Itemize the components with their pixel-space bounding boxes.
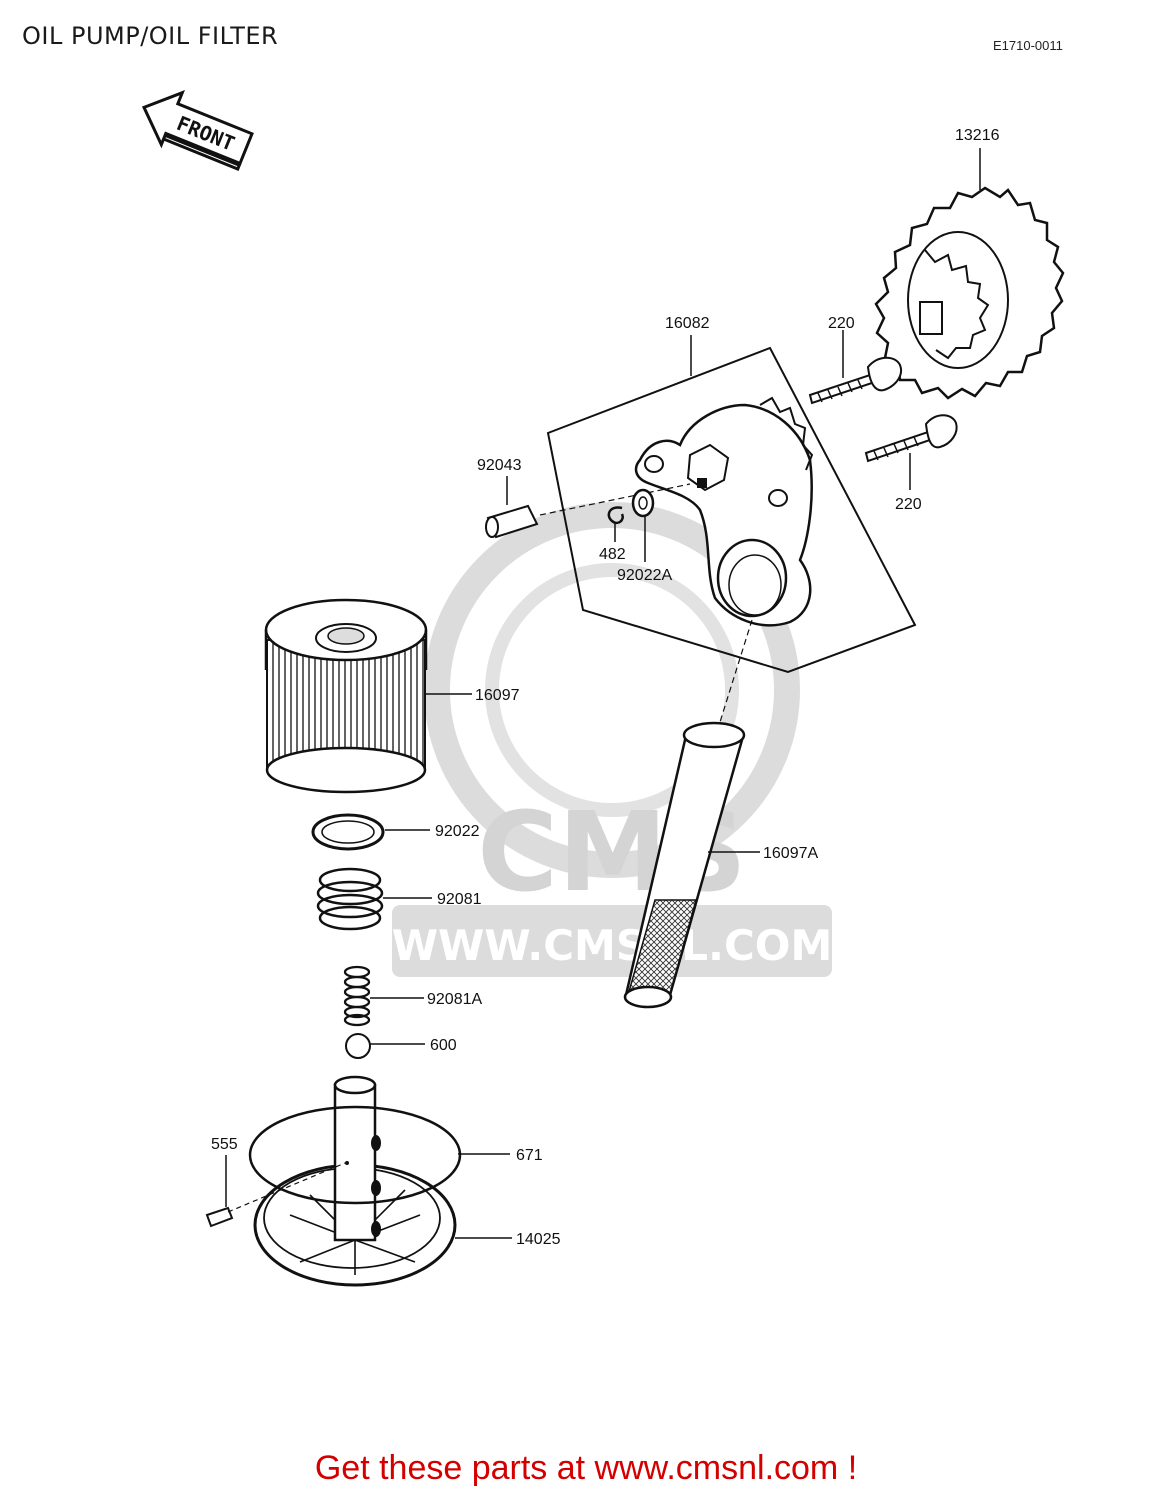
label-16097A: 16097A	[763, 845, 818, 862]
label-13216: 13216	[955, 127, 1000, 144]
pump-assembly-frame	[546, 346, 917, 674]
label-220-upper: 220	[828, 315, 855, 332]
oil-pump-body	[634, 396, 814, 627]
o-ring-92022	[311, 813, 385, 851]
front-arrow: FRONT	[141, 90, 254, 171]
label-600: 600	[430, 1037, 457, 1054]
bolt-upper	[808, 356, 902, 405]
check-ball-600	[345, 1033, 371, 1059]
filter-cover-14025	[253, 1075, 457, 1287]
label-220-lower: 220	[895, 496, 922, 513]
spring-92081A	[343, 965, 371, 1027]
label-16097: 16097	[475, 687, 520, 704]
label-671: 671	[516, 1147, 543, 1164]
o-ring-671	[248, 1105, 462, 1205]
washer-92022A	[631, 488, 655, 518]
watermark-url: WWW.CMSNL.COM	[392, 921, 833, 970]
label-92022A: 92022A	[617, 567, 672, 584]
drive-gear	[874, 186, 1065, 400]
label-92022: 92022	[435, 823, 480, 840]
page-title: OIL PUMP/OIL FILTER	[22, 22, 279, 50]
label-16082: 16082	[665, 315, 710, 332]
get-parts-link[interactable]: Get these parts at www.cmsnl.com !	[314, 1449, 858, 1487]
dowel-pin-92043	[485, 504, 539, 539]
oil-filter-element	[264, 598, 428, 794]
label-482: 482	[599, 546, 626, 563]
label-92081: 92081	[437, 891, 482, 908]
gear-outline	[874, 186, 1065, 400]
diagram-code: E1710-0011	[993, 38, 1063, 53]
circlip-482	[607, 506, 624, 525]
label-14025: 14025	[516, 1231, 561, 1248]
label-92043: 92043	[477, 457, 522, 474]
label-92081A: 92081A	[427, 991, 482, 1008]
label-555: 555	[211, 1136, 238, 1153]
spring-92081	[316, 867, 384, 931]
bolt-lower	[864, 414, 958, 463]
pin-555	[205, 1206, 234, 1228]
oil-strainer-pipe	[623, 721, 746, 1009]
